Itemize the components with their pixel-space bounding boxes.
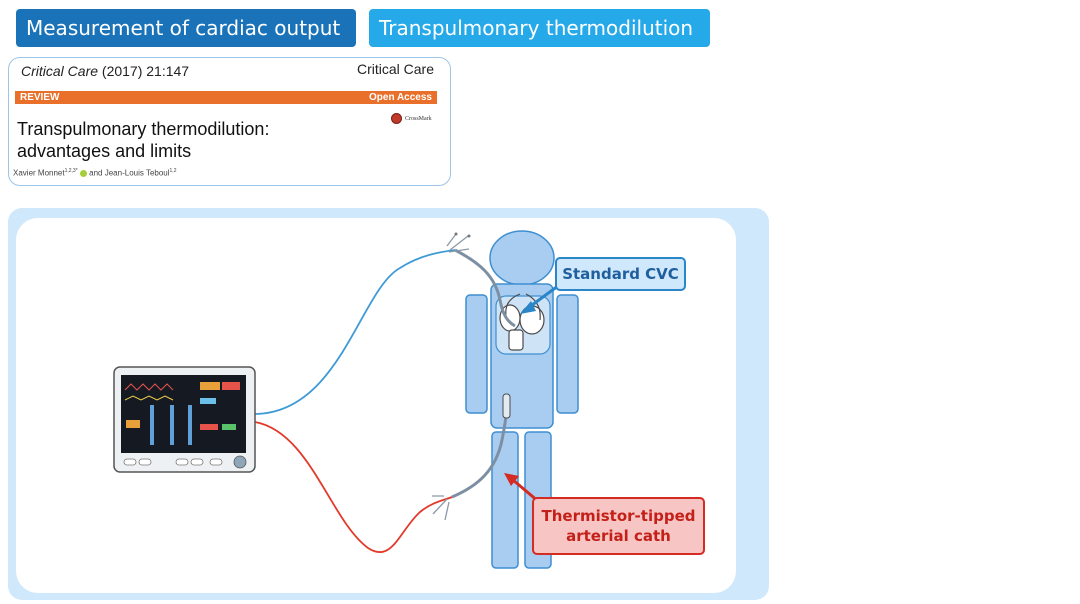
author-affiliation: 1,2,3* (64, 168, 78, 174)
cvc-callout: Standard CVC (555, 257, 686, 291)
arterial-catheter-callout: Thermistor-tipped arterial cath (532, 497, 705, 555)
section-tag-technique: Transpulmonary thermodilution (369, 9, 710, 47)
venous-line (253, 232, 516, 415)
paper-authors: Xavier Monnet1,2,3* and Jean-Louis Tebou… (13, 168, 176, 178)
patient-left-arm (465, 294, 488, 414)
author-name: Xavier Monnet (13, 168, 65, 178)
arterial-line (254, 393, 511, 554)
paper-title: Transpulmonary thermodilution: advantage… (17, 119, 270, 161)
patient-right-arm (556, 294, 579, 414)
author-affiliation: 1,2 (169, 168, 177, 174)
journal-name: Critical Care (21, 63, 99, 79)
section-label: REVIEW (20, 92, 60, 103)
thermodilution-monitor (113, 366, 256, 473)
review-banner: REVIEW Open Access (15, 91, 437, 104)
open-access-label: Open Access (369, 92, 432, 103)
author-join: and (89, 168, 103, 178)
crossmark-badge: CrossMark (391, 113, 432, 124)
patient-left-leg (491, 431, 519, 569)
journal-ref: (2017) 21:147 (101, 63, 190, 79)
author-name: Jean-Louis Teboul (104, 168, 170, 178)
patient-head (489, 230, 555, 286)
crossmark-icon (391, 113, 402, 124)
journal-brand: Critical Care (356, 61, 434, 77)
arterial-callout-line2: arterial cath (566, 527, 671, 545)
heart-icon (495, 293, 551, 355)
crossmark-label: CrossMark (405, 115, 432, 122)
arterial-callout-line1: Thermistor-tipped (541, 507, 696, 525)
section-tag-measurement: Measurement of cardiac output (16, 9, 356, 47)
journal-citation: Critical Care (2017) 21:147 (21, 63, 189, 79)
monitor-knob-icon (233, 455, 247, 469)
paper-citation-card: Critical Care (2017) 21:147 Critical Car… (8, 57, 451, 186)
orcid-icon (79, 169, 87, 177)
